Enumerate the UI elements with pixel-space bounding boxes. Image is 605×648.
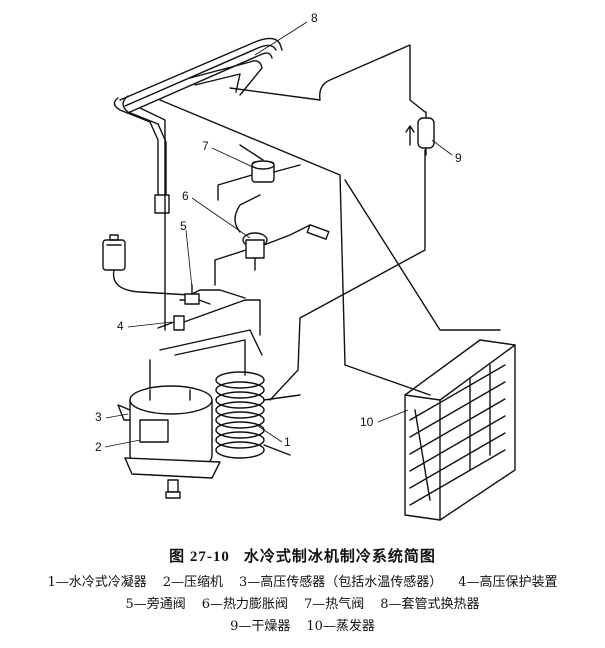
water-cooled-condenser xyxy=(215,371,301,459)
evaporator xyxy=(404,339,516,521)
compressor xyxy=(117,385,221,499)
legend-item: 8—套管式换热器 xyxy=(380,597,480,612)
filter-drier xyxy=(405,111,435,156)
callout-9: 9 xyxy=(455,151,462,165)
callout-7: 7 xyxy=(202,139,209,153)
legend-item: 6—热力膨胀阀 xyxy=(201,597,288,612)
high-pressure-protection-device xyxy=(157,299,261,336)
thermal-expansion-valve xyxy=(214,194,330,286)
legend-item: 1—水冷式冷凝器 xyxy=(47,575,147,590)
legend-item: 9—干燥器 xyxy=(230,619,291,634)
legend-line-3: 9—干燥器 10—蒸发器 xyxy=(0,616,605,638)
callout-4: 4 xyxy=(117,319,124,333)
figure-caption: 图 27-10 水冷式制冰机制冷系统简图 1—水冷式冷凝器 2—压缩机 3—高压传感器… xyxy=(0,545,605,638)
legend-item: 5—旁通阀 xyxy=(125,597,186,612)
legend-item: 3—高压传感器（包括水温传感器） xyxy=(239,575,443,590)
legend-item: 4—高压保护装置 xyxy=(458,575,558,590)
legend-item: 7—热气阀 xyxy=(304,597,365,612)
bypass-valve xyxy=(179,284,211,305)
figure-title: 水冷式制冰机制冷系统简图 xyxy=(243,547,436,565)
figure-number: 图 27-10 xyxy=(169,549,230,565)
legend-item: 10—蒸发器 xyxy=(306,619,375,634)
figure-title-line: 图 27-10 水冷式制冰机制冷系统简图 xyxy=(0,545,605,566)
callout-6: 6 xyxy=(182,189,189,203)
callout-10: 10 xyxy=(360,415,374,429)
refrigeration-system-diagram: 8 9 7 6 5 4 3 2 1 10 xyxy=(95,11,516,521)
callout-5: 5 xyxy=(180,219,187,233)
callout-2: 2 xyxy=(95,440,102,454)
high-pressure-switch-box xyxy=(102,234,246,299)
callout-8: 8 xyxy=(311,11,318,25)
callout-3: 3 xyxy=(95,410,102,424)
callout-1: 1 xyxy=(284,435,291,449)
tube-in-tube-heat-exchanger xyxy=(113,37,283,214)
hot-gas-valve xyxy=(217,144,301,201)
legend-line-1: 1—水冷式冷凝器 2—压缩机 3—高压传感器（包括水温传感器） 4—高压保护装置 xyxy=(0,572,605,594)
legend-item: 2—压缩机 xyxy=(162,575,223,590)
legend-line-2: 5—旁通阀 6—热力膨胀阀 7—热气阀 8—套管式换热器 xyxy=(0,594,605,616)
